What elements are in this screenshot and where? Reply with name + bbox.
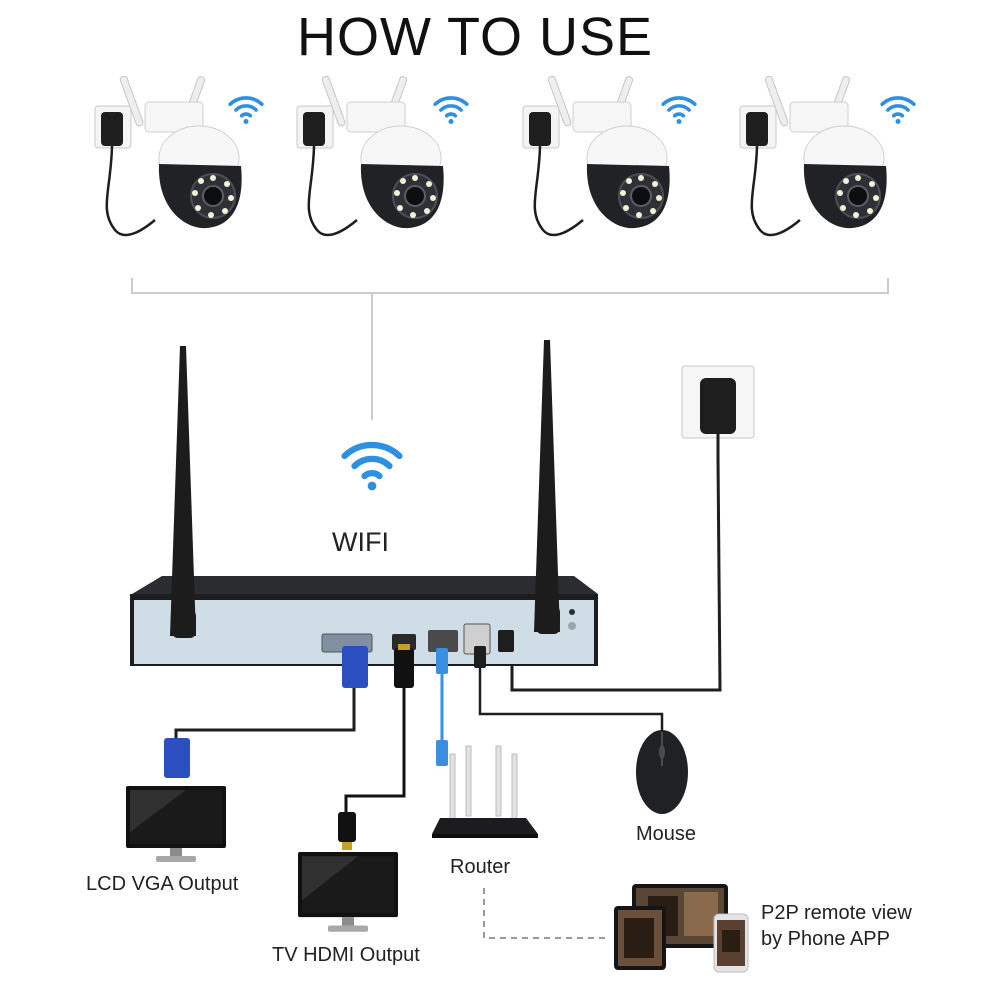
vga-connector-icon xyxy=(164,646,368,778)
usb-cable-icon xyxy=(474,646,664,734)
power-adapter-icon xyxy=(510,365,755,692)
phone-icon xyxy=(713,913,749,973)
ethernet-cable-icon xyxy=(436,648,448,766)
hdmi-connector-icon xyxy=(338,644,414,850)
camera-3-wifi-icon xyxy=(661,96,697,126)
mouse-label: Mouse xyxy=(636,823,697,845)
wifi-label: WIFI xyxy=(332,527,389,557)
camera-1 xyxy=(93,74,243,237)
mouse-icon xyxy=(636,730,688,814)
tablet-icon-2 xyxy=(614,906,666,970)
camera-bracket-line xyxy=(131,278,889,420)
camera-4-wifi-icon xyxy=(880,96,916,126)
camera-2 xyxy=(295,74,445,237)
camera-4 xyxy=(738,74,888,237)
antenna-icon-right xyxy=(534,340,560,634)
camera-1-wifi-icon xyxy=(228,96,264,126)
p2p-line-1: P2P remote view xyxy=(761,902,912,924)
lcd-vga-output-label: LCD VGA Output xyxy=(86,873,239,895)
p2p-line-2: by Phone APP xyxy=(761,928,890,950)
p2p-remote-view-label: P2P remote view by Phone APP xyxy=(761,900,912,952)
router-icon xyxy=(432,745,538,838)
nvr-icon xyxy=(130,576,598,666)
camera-3 xyxy=(521,74,671,237)
router-label: Router xyxy=(450,856,511,878)
antenna-icon-left xyxy=(170,346,196,638)
tv-hdmi-output-label: TV HDMI Output xyxy=(272,944,420,966)
page-title: HOW TO USE xyxy=(296,7,654,67)
p2p-dashed-line xyxy=(483,888,610,939)
monitor-icon-tv xyxy=(298,852,398,932)
monitor-icon-lcd xyxy=(126,786,226,862)
camera-2-wifi-icon xyxy=(433,96,469,126)
wifi-icon xyxy=(345,445,400,490)
